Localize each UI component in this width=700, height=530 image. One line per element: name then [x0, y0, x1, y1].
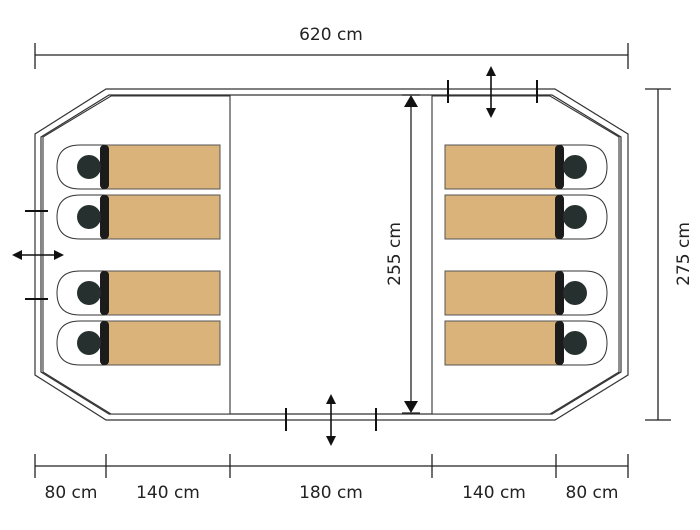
label-segment-1: 80 cm [45, 483, 98, 503]
double-arrow-icon [12, 250, 22, 260]
head-icon [77, 155, 101, 179]
head-icon [77, 205, 101, 229]
double-arrow-icon [326, 394, 336, 404]
entrance-bottom [285, 394, 377, 446]
tent-outer-wall [34, 88, 629, 421]
sleeper-right-3 [444, 270, 608, 316]
entrance-top [447, 66, 538, 118]
sleeper-left-4 [56, 320, 221, 366]
sleeper-left-2 [56, 194, 221, 240]
head-icon [563, 331, 587, 355]
head-icon [563, 281, 587, 305]
label-total-depth: 275 cm [674, 222, 694, 286]
double-arrow-icon [486, 66, 496, 76]
sleeper-right-1 [444, 144, 608, 190]
label-segment-4: 140 cm [462, 483, 526, 503]
dimension-segments: 80 cm 140 cm 180 cm 140 cm 80 cm [34, 454, 629, 503]
dimension-total-depth: 275 cm [645, 88, 694, 421]
label-total-width: 620 cm [299, 25, 363, 45]
head-icon [563, 205, 587, 229]
label-segment-2: 140 cm [136, 483, 200, 503]
label-inner-depth: 255 cm [385, 222, 405, 286]
sleeper-right-2 [444, 194, 608, 240]
entrance-left [12, 210, 64, 300]
sleeper-right-4 [444, 320, 608, 366]
label-segment-3: 180 cm [299, 483, 363, 503]
head-icon [563, 155, 587, 179]
left-bedroom [42, 95, 231, 415]
label-segment-5: 80 cm [566, 483, 619, 503]
sleeper-left-3 [56, 270, 221, 316]
head-icon [77, 281, 101, 305]
head-icon [77, 331, 101, 355]
dimension-inner-depth: 255 cm [385, 94, 420, 414]
left-sleeping-places [56, 144, 221, 366]
sleeper-left-1 [56, 144, 221, 190]
right-sleeping-places [444, 144, 608, 366]
right-bedroom [431, 95, 620, 415]
dimension-total-width: 620 cm [34, 25, 629, 69]
